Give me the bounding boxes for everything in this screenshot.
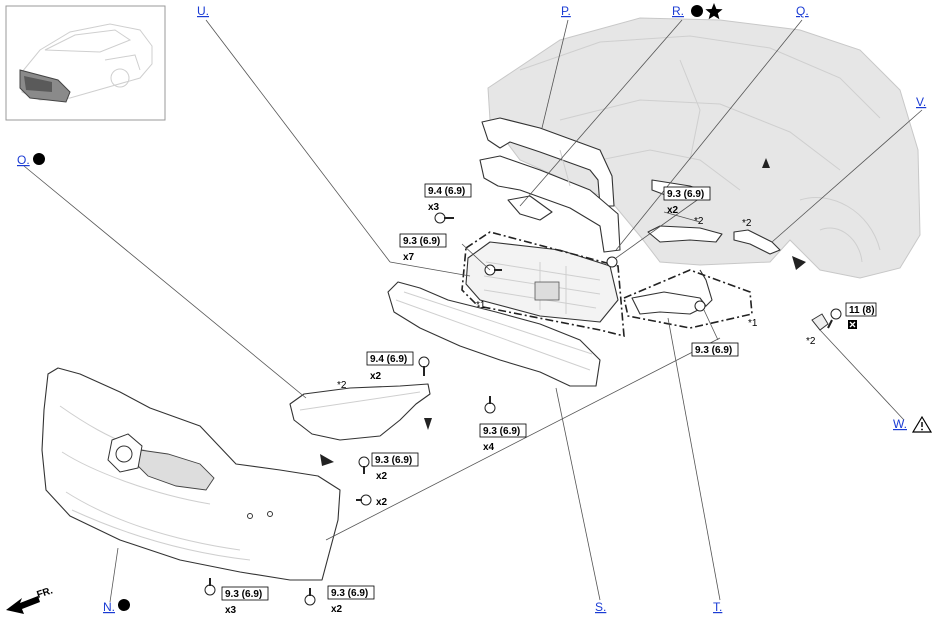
svg-text:9.3 (6.9): 9.3 (6.9) xyxy=(225,589,262,600)
svg-text:9.3 (6.9): 9.3 (6.9) xyxy=(403,236,440,247)
vehicle-body-ghost xyxy=(487,17,921,279)
callout-v[interactable]: V. xyxy=(916,95,926,109)
torque-spec-6: 9.4 (6.9) x2 xyxy=(366,351,414,382)
warning-triangle-icon xyxy=(911,415,933,433)
quantity-label: x2 xyxy=(376,497,388,508)
callout-t[interactable]: T. xyxy=(713,600,722,614)
filled-circle-icon xyxy=(691,5,703,17)
torque-spec-2: 9.3 (6.9) x7 xyxy=(399,233,447,263)
quantity-label: x3 xyxy=(225,605,237,616)
callout-p[interactable]: P. xyxy=(561,4,571,18)
torque-spec-10: 9.3 (6.9) x2 xyxy=(327,585,375,615)
note-star1: *1 xyxy=(748,318,758,329)
note-star1: *1 xyxy=(476,300,486,311)
svg-text:9.3 (6.9): 9.3 (6.9) xyxy=(667,189,704,200)
energy-absorber-part xyxy=(387,281,601,387)
note-star2: *2 xyxy=(742,218,752,229)
torque-spec-8: 9.3 (6.9) x4 xyxy=(479,423,527,453)
svg-text:9.4 (6.9): 9.4 (6.9) xyxy=(370,354,407,365)
upper-radiator-support-part xyxy=(479,117,621,253)
filled-circle-icon xyxy=(118,599,130,611)
torque-spec-9: 9.3 (6.9) x3 xyxy=(221,586,269,616)
front-bumper-cover-part xyxy=(41,367,341,581)
assembly-boundary-left xyxy=(461,231,625,338)
note-star2: *2 xyxy=(806,336,816,347)
quantity-label: x2 xyxy=(376,471,388,482)
x-box-icon xyxy=(848,320,857,329)
side-bracket-part xyxy=(647,225,781,255)
callout-n[interactable]: N. xyxy=(103,600,115,614)
svg-text:9.3 (6.9): 9.3 (6.9) xyxy=(331,588,368,599)
direction-arrows xyxy=(320,158,806,466)
quantity-label: x2 xyxy=(331,604,343,615)
callout-r[interactable]: R. xyxy=(672,4,684,18)
callout-u[interactable]: U. xyxy=(197,4,209,18)
front-label: FR. xyxy=(36,585,55,601)
callout-s[interactable]: S. xyxy=(595,600,606,614)
callout-o[interactable]: O. xyxy=(17,153,30,167)
svg-text:9.4 (6.9): 9.4 (6.9) xyxy=(428,186,465,197)
callout-q[interactable]: Q. xyxy=(796,4,809,18)
svg-text:9.3 (6.9): 9.3 (6.9) xyxy=(375,455,412,466)
torque-spec-5: 9.3 (6.9) xyxy=(691,342,739,357)
grille-duct-assembly-part xyxy=(465,241,619,323)
filled-circle-icon xyxy=(33,153,45,165)
svg-text:11 (8): 11 (8) xyxy=(849,305,875,316)
leader-lines xyxy=(23,19,923,603)
torque-spec-3: 9.3 (6.9) x2 xyxy=(663,186,711,216)
quantity-label: x2 xyxy=(370,371,382,382)
svg-text:9.3 (6.9): 9.3 (6.9) xyxy=(483,426,520,437)
quantity-label: x3 xyxy=(428,202,440,213)
note-star2: *2 xyxy=(694,216,704,227)
torque-spec-1: 9.4 (6.9) x3 xyxy=(424,183,472,213)
vehicle-thumbnail xyxy=(5,5,166,121)
quantity-label: x2 xyxy=(667,205,679,216)
front-direction-indicator: FR. xyxy=(6,585,54,614)
torque-spec-7: 9.3 (6.9) x2 xyxy=(371,452,419,482)
assembly-boundary-right xyxy=(623,269,753,329)
quantity-label: x7 xyxy=(403,252,415,263)
svg-text:9.3 (6.9): 9.3 (6.9) xyxy=(695,345,732,356)
headlight-garnish-part xyxy=(289,383,431,441)
bolt-icons xyxy=(204,212,842,606)
callout-w[interactable]: W. xyxy=(893,417,907,431)
note-star2: *2 xyxy=(337,380,347,391)
torque-spec-4: 11 (8) xyxy=(845,302,877,329)
quantity-label: x4 xyxy=(483,442,495,453)
star-icon xyxy=(705,3,723,20)
